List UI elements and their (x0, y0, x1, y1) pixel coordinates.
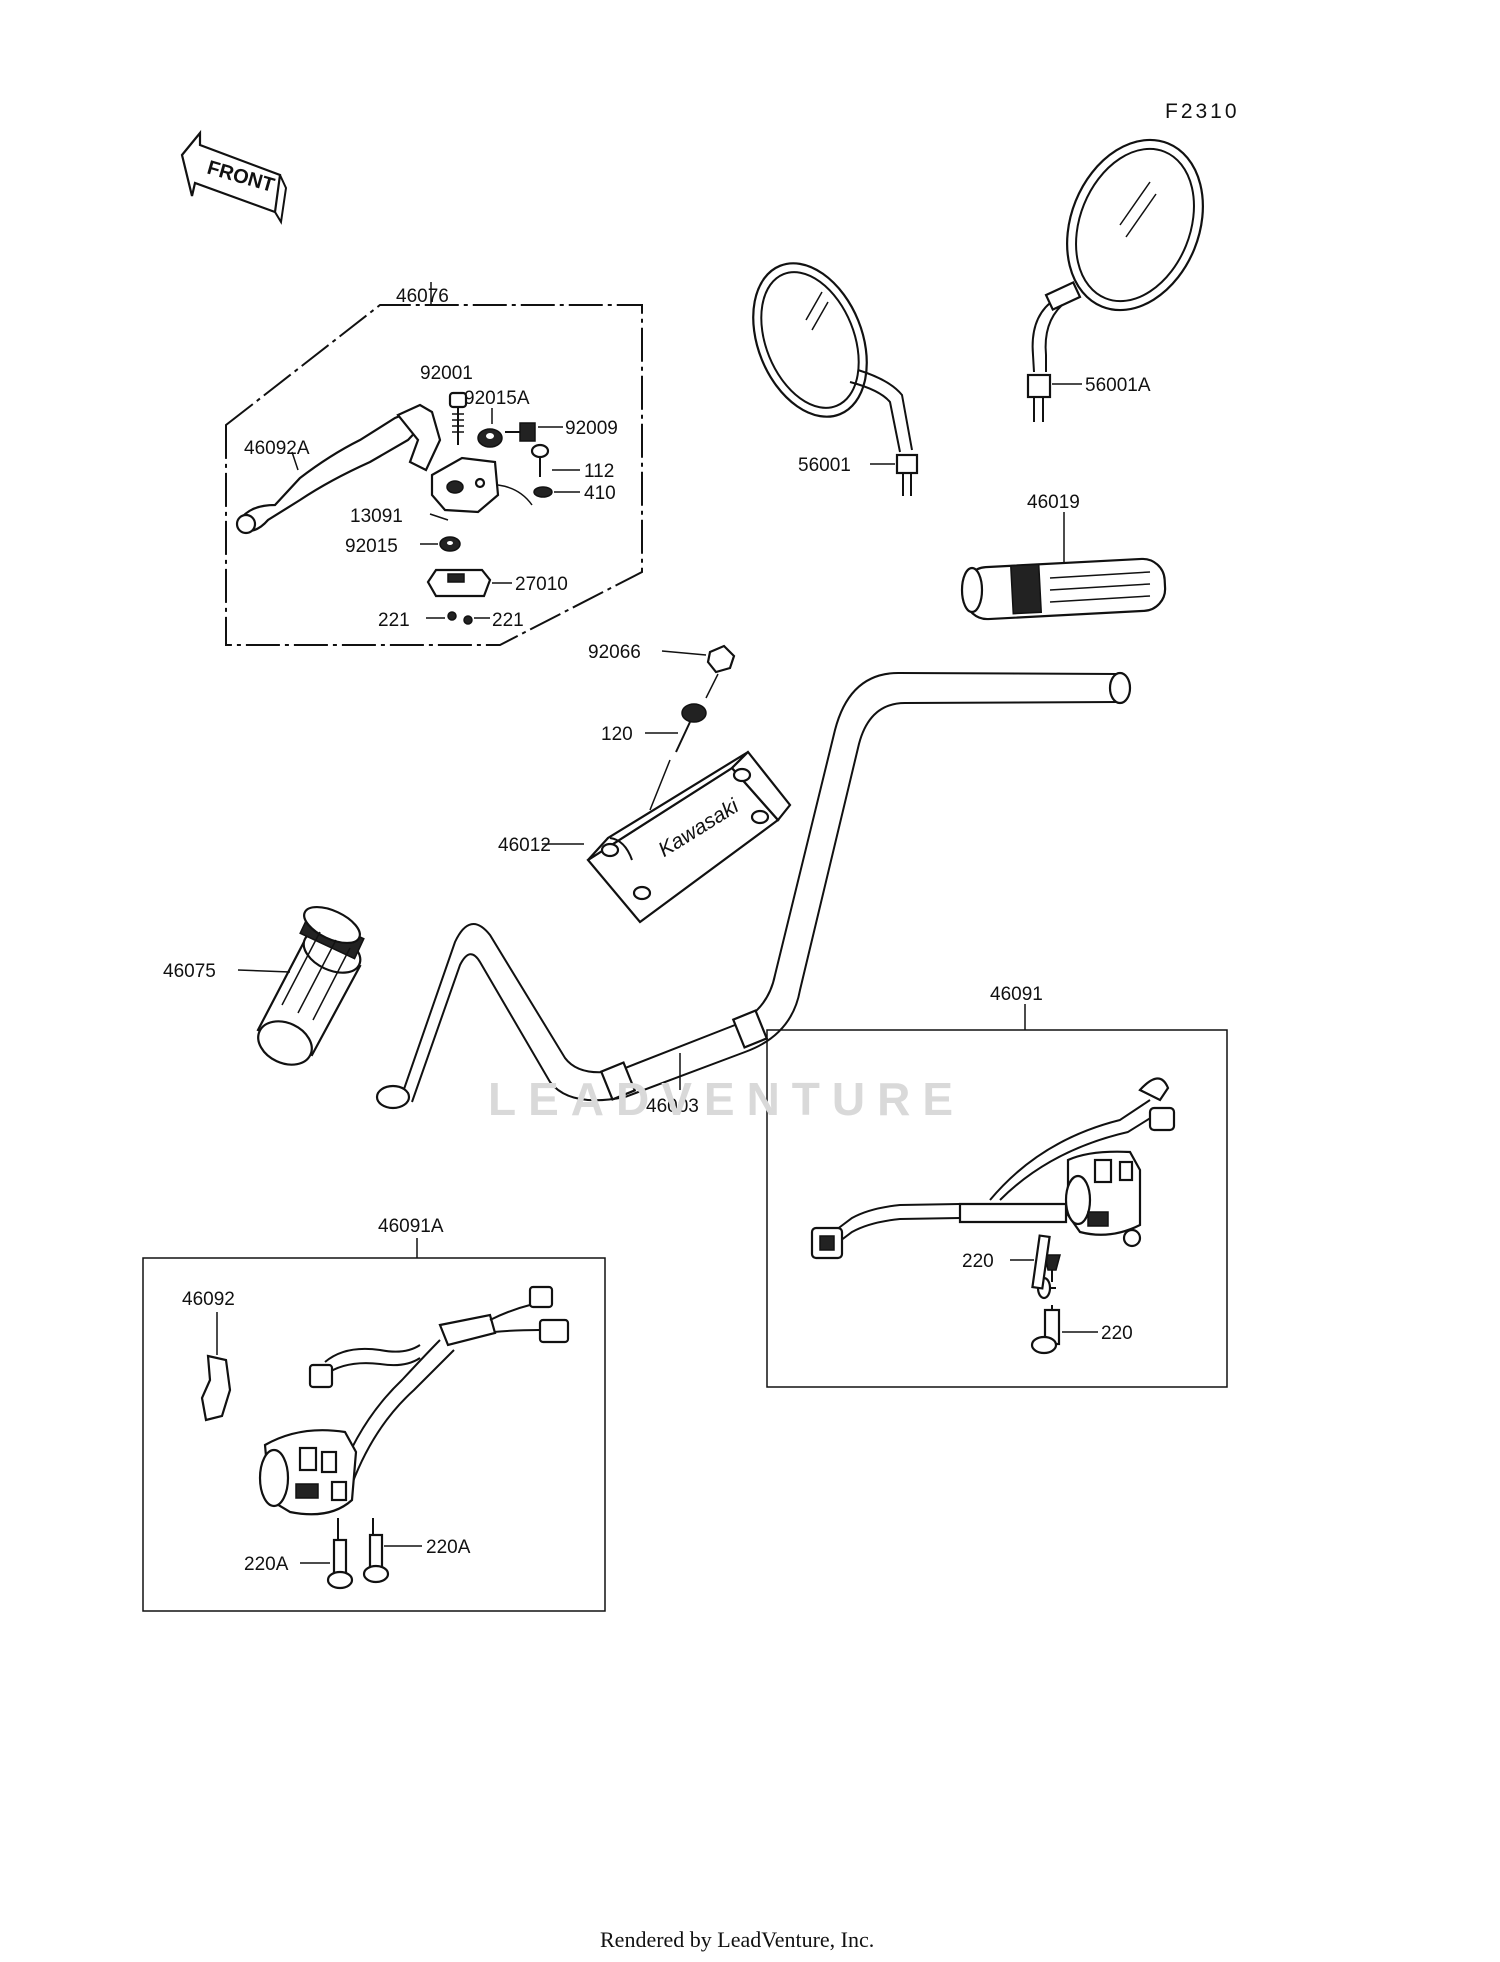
label-46076: 46076 (396, 286, 449, 307)
label-46003: 46003 (646, 1096, 699, 1117)
label-46091: 46091 (990, 984, 1043, 1005)
handlebar: 46003 (375, 671, 1132, 1117)
mirror-left: 56001 (752, 262, 919, 496)
label-220A-left: 220A (244, 1554, 289, 1575)
label-27010: 27010 (515, 574, 568, 595)
label-56001: 56001 (798, 455, 851, 476)
label-120: 120 (601, 724, 633, 745)
clutch-switch (426, 568, 492, 598)
label-46012: 46012 (498, 835, 551, 856)
label-221-right: 221 (492, 610, 524, 631)
switch-right-group: 46091 220 220 (766, 984, 1228, 1388)
label-13091: 13091 (350, 506, 403, 527)
label-46091A: 46091A (378, 1216, 444, 1237)
label-46075: 46075 (163, 961, 216, 982)
grip-left: 46075 (163, 905, 365, 1066)
holder-bolt-group: 92066 120 (588, 642, 736, 811)
label-92015A: 92015A (464, 388, 530, 409)
mirror-right: 56001A (1026, 138, 1204, 422)
switch-left-group: 46091A 46092 220A 220A (142, 1216, 606, 1612)
label-56001A: 56001A (1085, 375, 1151, 396)
label-92001: 92001 (420, 363, 473, 384)
lever-assembly-group: 46076 46092A 92001 92015A 92009 112 (225, 282, 643, 646)
label-112: 112 (584, 461, 614, 482)
label-46092A: 46092A (244, 438, 310, 459)
diagram-code: F2310 (1165, 100, 1240, 123)
label-92009: 92009 (565, 418, 618, 439)
grip-right: 46019 (960, 492, 1167, 621)
label-221-left: 221 (378, 610, 410, 631)
label-46092: 46092 (182, 1289, 235, 1310)
label-92015: 92015 (345, 536, 398, 557)
front-arrow-icon: FRONT (180, 129, 288, 225)
lever-holder (430, 456, 500, 514)
label-220-upper: 220 (962, 1251, 994, 1272)
footer-credit: Rendered by LeadVenture, Inc. (600, 1927, 874, 1952)
label-410: 410 (584, 483, 616, 504)
label-46019: 46019 (1027, 492, 1080, 513)
label-220-lower: 220 (1101, 1323, 1133, 1344)
label-220A-right: 220A (426, 1537, 471, 1558)
handlebar-holder: Kawasaki 46012 (498, 750, 792, 924)
watermark: LEADVENTURE (488, 1073, 965, 1125)
label-92066: 92066 (588, 642, 641, 663)
